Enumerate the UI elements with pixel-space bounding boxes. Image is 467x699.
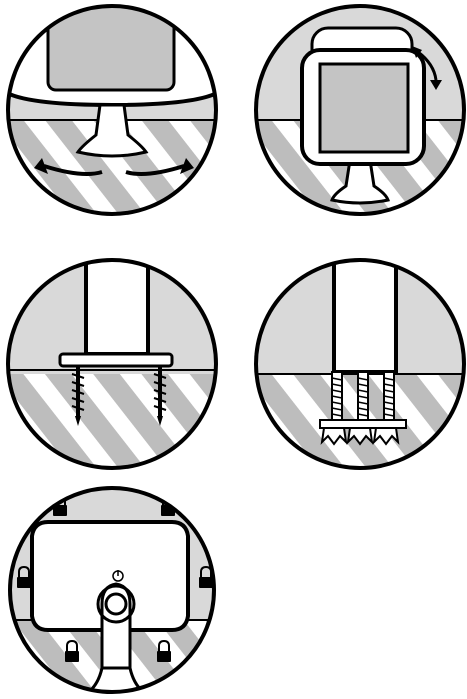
rear-lock-points-illustration [6, 484, 218, 696]
bolt-clamp-mount-illustration [254, 258, 466, 470]
swivel-rotation-illustration [6, 4, 218, 216]
tilt-rotation-illustration [254, 4, 466, 216]
screw-mount-illustration [6, 258, 218, 470]
bolt-wingnut-icon [320, 372, 406, 444]
